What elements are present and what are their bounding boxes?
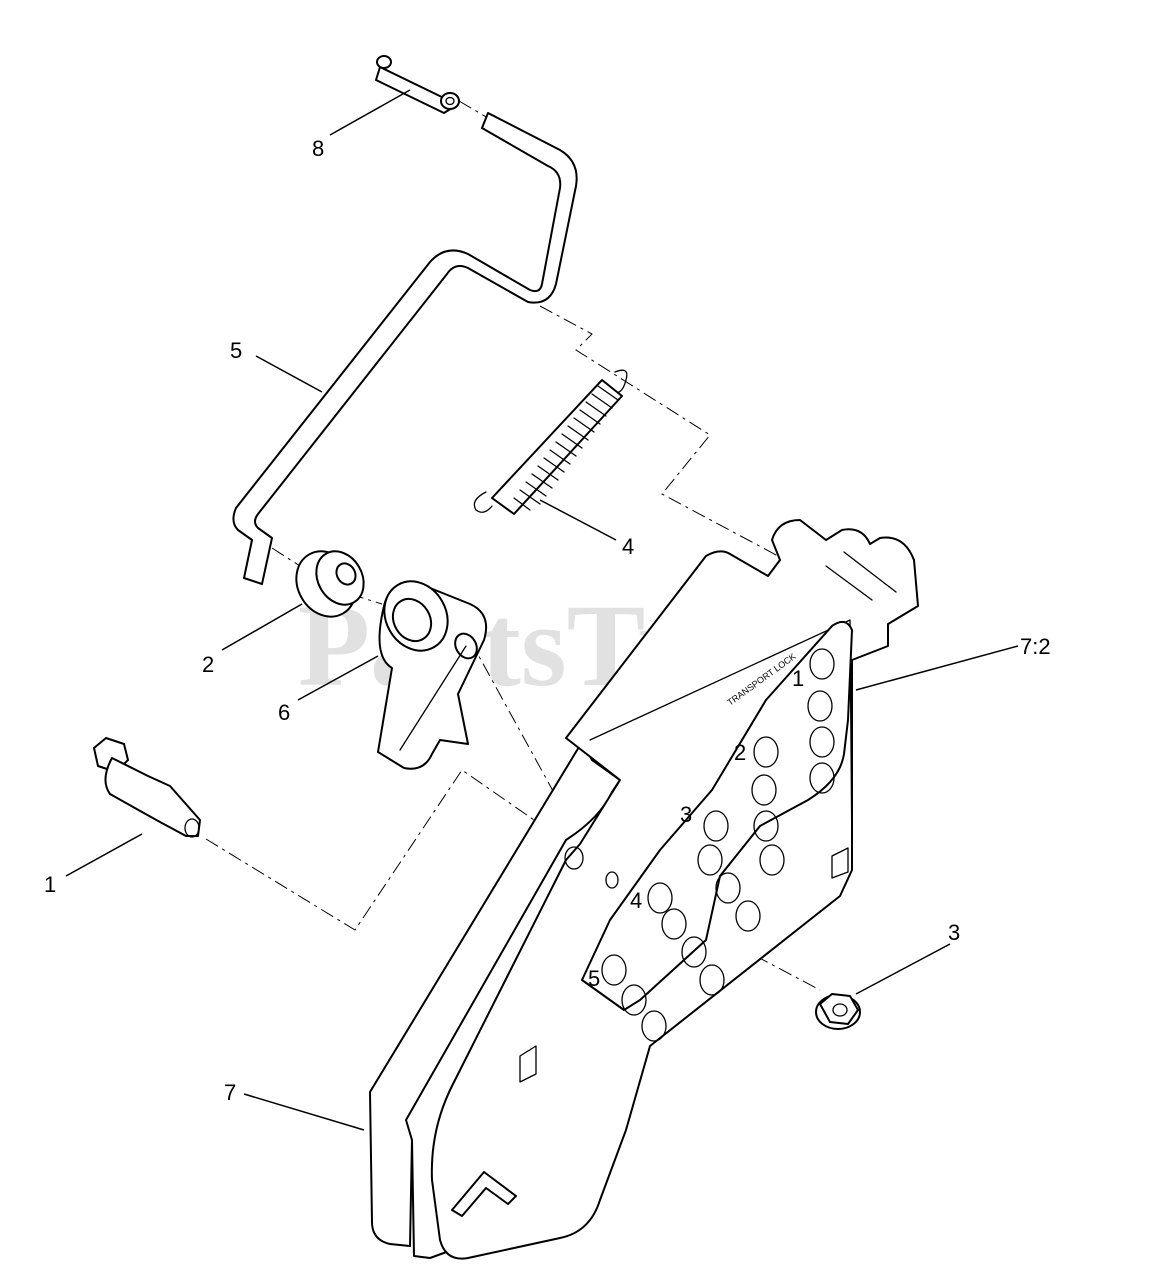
- callout-2: 2: [202, 652, 214, 677]
- callout-6: 6: [278, 700, 290, 725]
- spring-coils: [491, 379, 623, 515]
- callout-5: 5: [230, 338, 242, 363]
- part-2-bushing[interactable]: [285, 541, 373, 628]
- part-3-nut[interactable]: [815, 993, 861, 1030]
- position-5-marking: 5: [588, 966, 600, 991]
- adjustment-hole-rows: [601, 648, 835, 1042]
- callout-7-2: 7:2: [1020, 634, 1051, 659]
- callout-labels: 8 5 4 2 6 1 3 7 7:2: [44, 136, 1051, 1105]
- part-4-spring[interactable]: [473, 369, 628, 515]
- part-1-bolt[interactable]: [93, 737, 201, 838]
- callout-4: 4: [622, 534, 634, 559]
- part-5-rod[interactable]: [232, 112, 578, 585]
- leader-lines: [65, 89, 1019, 1131]
- position-2-marking: 2: [734, 740, 746, 765]
- callout-8: 8: [312, 136, 324, 161]
- part-8-pin[interactable]: [375, 55, 460, 114]
- callout-7: 7: [224, 1080, 236, 1105]
- callout-1: 1: [44, 872, 56, 897]
- part-6-lever[interactable]: [372, 570, 488, 770]
- position-3-marking: 3: [680, 802, 692, 827]
- callout-3: 3: [948, 920, 960, 945]
- position-4-marking: 4: [630, 888, 642, 913]
- position-1-marking: 1: [792, 666, 804, 691]
